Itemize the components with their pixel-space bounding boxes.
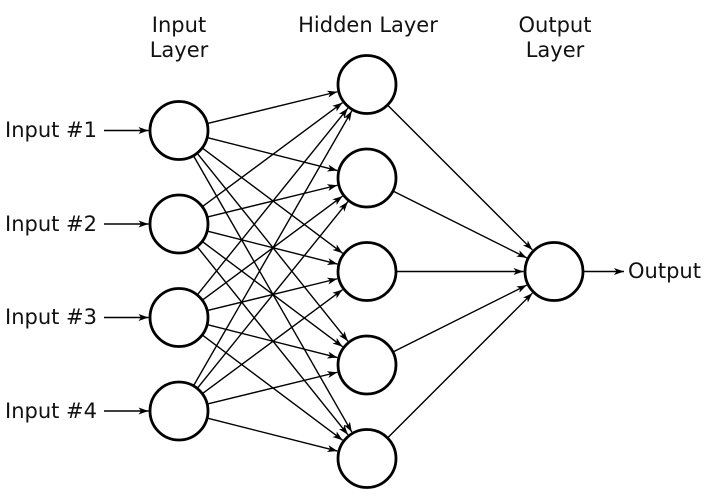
edge-hidden4-output1 [392, 284, 528, 353]
hidden-node-3 [336, 241, 398, 302]
hidden-node-1 [336, 54, 398, 115]
edge-hidden2-output1 [392, 190, 528, 259]
hidden-node-5 [336, 428, 398, 489]
edge-input2-hidden1 [201, 102, 343, 208]
edge-input1-hidden1 [207, 90, 338, 125]
input-label-3: Input #3 [5, 305, 98, 329]
input-label-2: Input #2 [5, 211, 98, 236]
input-node-2 [148, 193, 210, 255]
input-layer-title: Input Layer [149, 13, 209, 62]
edge-input4-hidden4 [207, 371, 338, 405]
input-label-1: Input #1 [5, 118, 98, 142]
edge-input4-hidden5 [206, 417, 338, 452]
edge-hidden5-output1 [387, 292, 533, 439]
input-node-1 [148, 100, 210, 161]
edge-input3-hidden1 [196, 107, 349, 296]
output-layer-title: Output Layer [518, 13, 592, 62]
hidden-node-2 [336, 147, 398, 209]
edge-input4-hidden2 [196, 201, 349, 389]
edge-input4-hidden1 [192, 110, 353, 387]
hidden-node-4 [336, 334, 398, 396]
edge-input4-hidden3 [201, 289, 343, 395]
hidden-layer-title: Hidden Layer [298, 13, 438, 37]
output-node-1 [523, 241, 585, 302]
output-label: Output [628, 259, 701, 283]
input-label-4: Input #4 [5, 398, 98, 423]
input-node-4 [148, 380, 210, 442]
input-node-3 [148, 287, 210, 348]
edge-hidden1-output1 [387, 104, 533, 251]
